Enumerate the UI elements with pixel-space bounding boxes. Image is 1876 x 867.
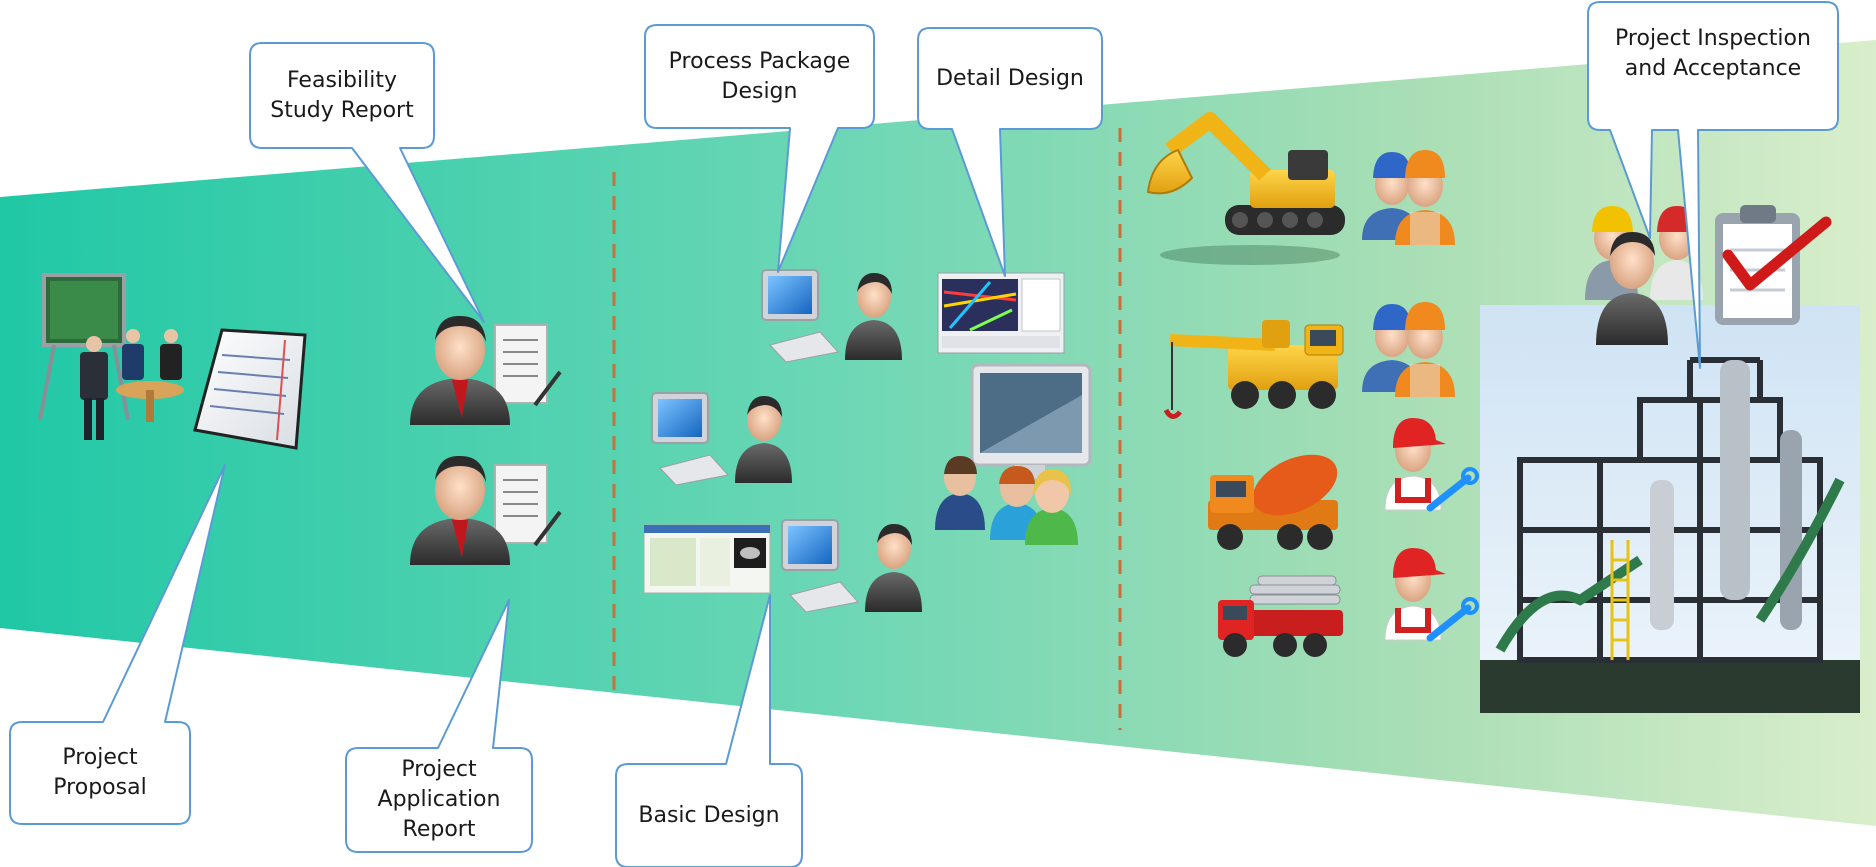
pipe-truck-icon [1218, 575, 1343, 657]
cad-screenshot-icon [937, 272, 1065, 354]
refinery-plant-icon [1480, 305, 1860, 713]
crane-truck-icon [1163, 320, 1344, 419]
computer-user-icon [761, 269, 902, 363]
label-feasibility-study-report: Feasibility Study Report [270, 67, 414, 123]
mechanic-icon [1384, 418, 1479, 512]
excavator-icon [1146, 112, 1345, 265]
businessman-document-icon [410, 315, 562, 425]
mechanic-icon [1384, 548, 1479, 642]
checklist-clipboard-icon [1715, 205, 1832, 325]
label-project-inspection-acceptance: Project Inspection and Acceptance [1615, 26, 1811, 81]
concrete-mixer-icon [1208, 454, 1338, 550]
callout-bubble-application [345, 599, 533, 853]
workers-icon [1362, 302, 1455, 397]
software-screenshot-icon [643, 524, 771, 594]
meeting-board-icon [38, 273, 184, 440]
computer-user-icon [781, 519, 922, 613]
label-project-application-report: Project Application Report [377, 757, 501, 842]
notepad-document-icon [193, 328, 307, 450]
monitor-team-icon [935, 363, 1092, 545]
label-basic-design: Basic Design [638, 802, 780, 828]
label-project-proposal: Project Proposal [53, 745, 147, 800]
callout-bubble-process-package [644, 24, 875, 273]
label-process-package-design: Process Package Design [668, 48, 851, 104]
businessman-document-icon [410, 455, 562, 565]
callout-bubble-project-proposal [9, 464, 226, 825]
label-detail-design: Detail Design [936, 65, 1084, 91]
computer-user-icon [651, 392, 792, 486]
workers-icon [1362, 150, 1455, 245]
callout-bubble-feasibility [249, 42, 485, 323]
callout-bubble-detail-design [917, 27, 1103, 277]
callout-bubble-inspection [1587, 1, 1839, 369]
